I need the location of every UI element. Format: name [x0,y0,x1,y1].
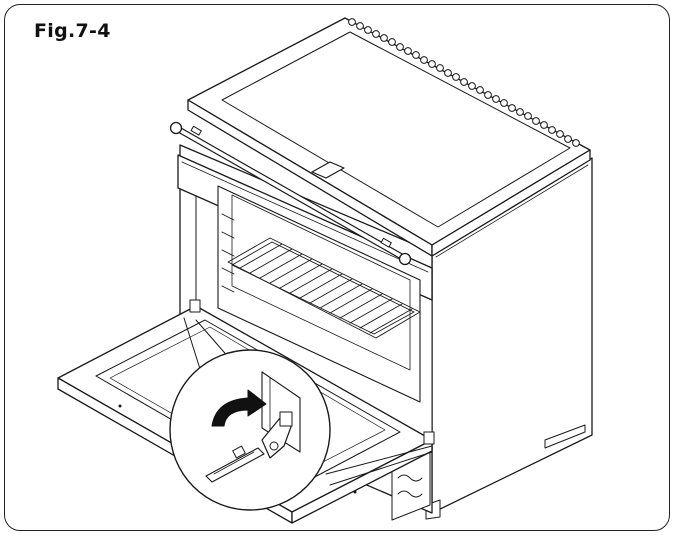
oven-wire-rack [228,238,420,338]
rotate-arrow-icon [212,390,266,426]
control-knob-row [349,19,580,147]
cooktop [188,18,590,256]
oven-cavity [218,186,420,402]
figure-label: Fig.7-4 [34,20,111,42]
hinge-detail-magnifier [170,350,330,510]
oven-handle [171,123,411,265]
